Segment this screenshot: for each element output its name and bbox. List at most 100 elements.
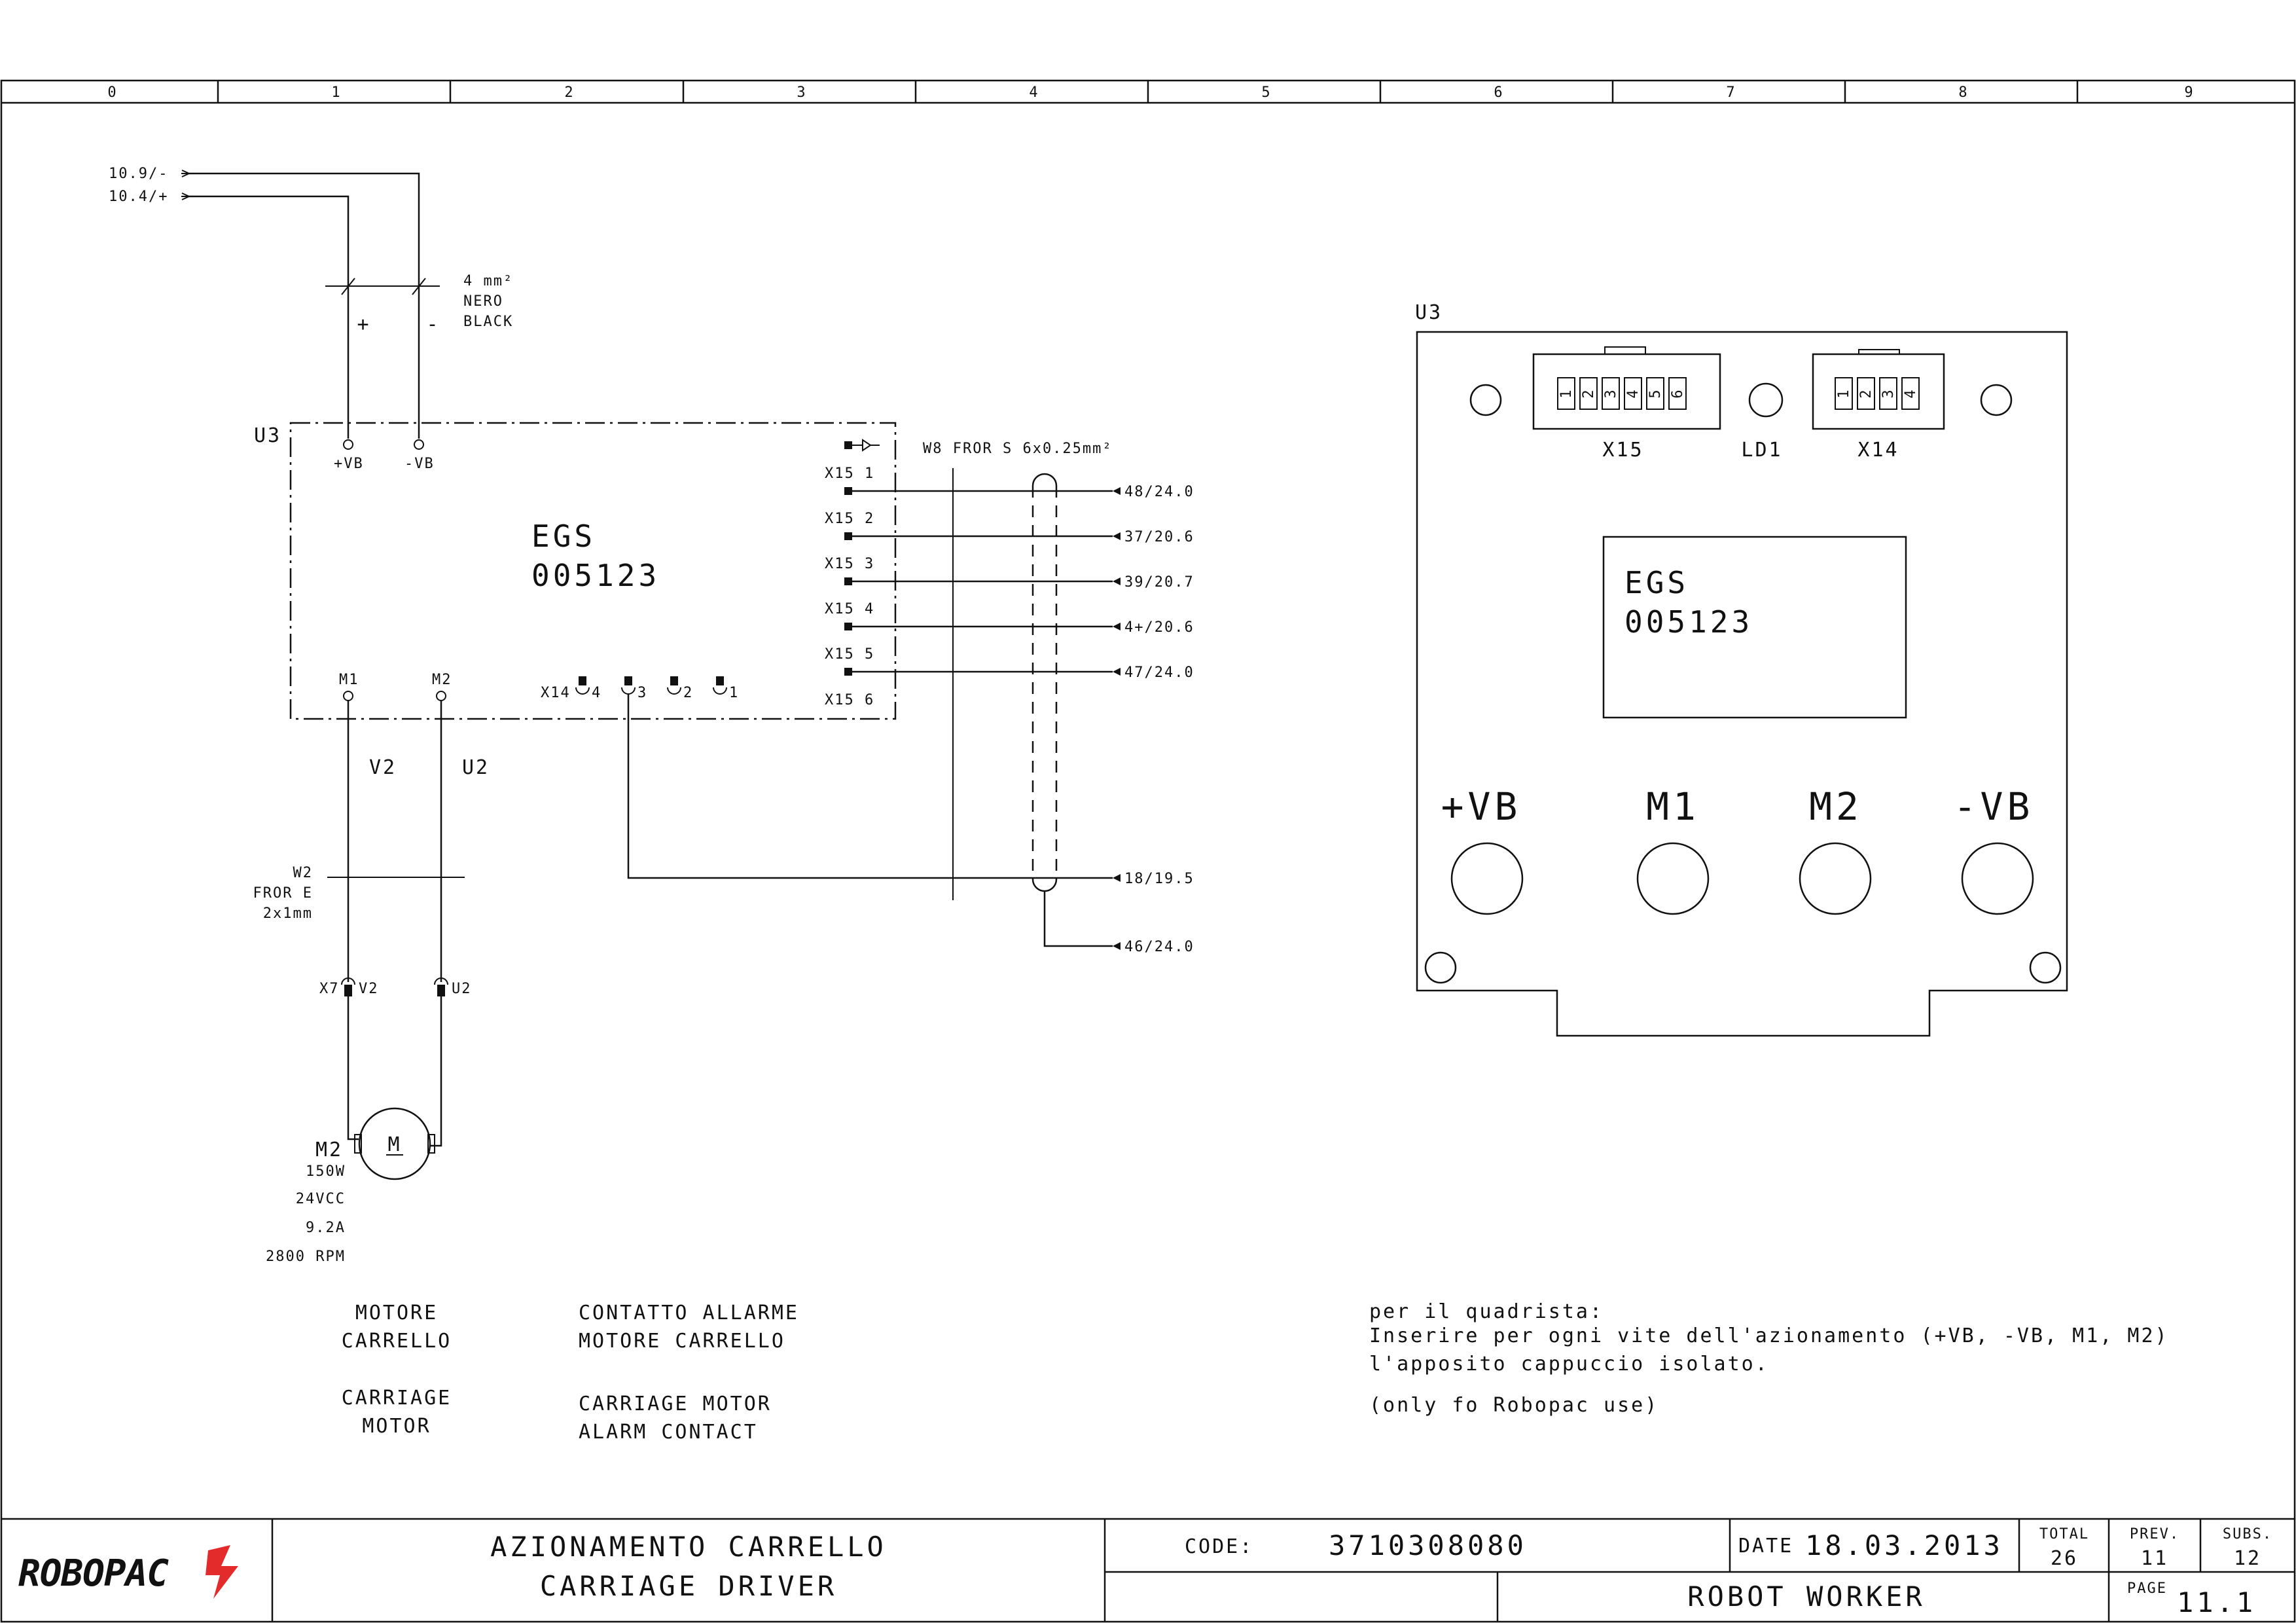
grid-col-6: 6: [1494, 84, 1503, 101]
code-label: CODE:: [1185, 1535, 1253, 1558]
cable-size: 4 mm²: [463, 273, 513, 289]
motor-symbol: [354, 1107, 435, 1180]
cable-w2-line3: 2x1mm: [263, 905, 313, 922]
input-minus-ref: 10.9/-: [109, 166, 168, 182]
ref-37-20: 37/20.6: [1124, 529, 1194, 545]
u3-model-line2: 005123: [531, 558, 660, 593]
title-it: AZIONAMENTO CARRELLO: [490, 1531, 887, 1563]
x15-pin-4: X15 4: [825, 601, 874, 617]
cable-w8-shield: [1031, 473, 1121, 950]
x15-pin-3: X15 3: [825, 556, 874, 572]
total-value: 26: [2051, 1547, 2078, 1570]
board-terminal-label-minus-vb: -VB: [1954, 784, 2034, 829]
ref-18-19: 18/19.5: [1124, 871, 1194, 887]
caption-motor-en-2: MOTOR: [362, 1415, 431, 1438]
board-model-line2: 005123: [1624, 604, 1753, 640]
ref-39-20: 39/20.7: [1124, 574, 1194, 591]
caption-alarm-it-2: MOTORE CARRELLO: [579, 1330, 785, 1353]
terminal-m1: M1: [339, 672, 359, 688]
board-x14-pin-1: 1: [1836, 388, 1852, 398]
code-value: 3710308080: [1329, 1529, 1527, 1561]
grid-col-9: 9: [2184, 84, 2194, 101]
ref-47-24: 47/24.0: [1124, 665, 1194, 681]
motor-speed: 2800 RPM: [266, 1249, 346, 1265]
ref-4-20: 4+/20.6: [1124, 619, 1194, 636]
board-holes: [1424, 382, 2062, 984]
board-x14-pin-4: 4: [1903, 388, 1919, 398]
board-x15-pin-4: 4: [1625, 388, 1641, 398]
x14-pin-2: 2: [683, 685, 693, 701]
board-x15-label: X15: [1602, 439, 1643, 462]
polarity-plus: +: [357, 313, 370, 336]
board-ref: U3: [1415, 301, 1443, 324]
grid-dividers: [217, 81, 2079, 103]
page-value: 11.1: [2177, 1586, 2256, 1618]
motor-voltage: 24VCC: [296, 1191, 346, 1207]
total-label: TOTAL: [2039, 1526, 2089, 1542]
caption-alarm-it-1: CONTATTO ALLARME: [579, 1302, 799, 1324]
polarity-minus: -: [426, 313, 440, 336]
connector-x7-v2: V2: [359, 981, 379, 997]
terminal-m2: M2: [432, 672, 452, 688]
x15-pin-6: X15 6: [825, 692, 874, 708]
grid-col-7: 7: [1726, 84, 1736, 101]
date-label: DATE: [1738, 1535, 1793, 1558]
board-terminal-label-m1: M1: [1646, 784, 1700, 829]
x15-connectors: [844, 439, 1121, 676]
title-block-frame: [1, 1518, 2295, 1622]
board-ld1-label: LD1: [1741, 439, 1782, 462]
subs-value: 12: [2234, 1547, 2261, 1570]
board-x15-pin-6: 6: [1670, 388, 1686, 398]
page-label: PAGE: [2127, 1580, 2167, 1597]
caption-alarm-en-1: CARRIAGE MOTOR: [579, 1393, 772, 1415]
note-line2: Inserire per ogni vite dell'azionamento …: [1369, 1324, 2169, 1347]
board-terminal-label-m2: M2: [1809, 784, 1863, 829]
x14-pin-3: 3: [637, 685, 647, 701]
prev-label: PREV.: [2130, 1526, 2179, 1542]
grid-col-2: 2: [564, 84, 574, 101]
x15-pin-5: X15 5: [825, 646, 874, 663]
connector-x7: X7: [319, 981, 340, 997]
input-plus-ref: 10.4/+: [109, 189, 168, 205]
subs-label: SUBS.: [2223, 1526, 2272, 1542]
title-en: CARRIAGE DRIVER: [540, 1570, 837, 1602]
terminal-minus-vb: -VB: [404, 456, 435, 472]
motor-ref: M2: [315, 1139, 343, 1161]
board-label-box: [1602, 536, 1907, 719]
board-x15-pin-1: 1: [1558, 388, 1575, 398]
robopac-logo: ROBOPAC: [18, 1545, 238, 1599]
cable-w2-line2: FROR E: [253, 885, 313, 902]
prev-value: 11: [2141, 1547, 2168, 1570]
board-x15-pin-2: 2: [1581, 388, 1597, 398]
cable-color-it: NERO: [463, 293, 503, 310]
logo-text: ROBOPAC: [18, 1552, 169, 1595]
motor-wiring: [327, 691, 465, 1147]
board-terminal-screws: [1450, 842, 2034, 915]
x14-pin-1: 1: [729, 685, 739, 701]
grid-col-0: 0: [107, 84, 117, 101]
board-outline: [1416, 331, 2068, 1037]
x14-pin-4: 4: [592, 685, 601, 701]
u3-block-outline: [289, 422, 897, 720]
lightning-icon: [206, 1545, 238, 1599]
note-line3: l'apposito cappuccio isolato.: [1369, 1353, 1769, 1376]
caption-alarm-en-2: ALARM CONTACT: [579, 1421, 758, 1444]
board-x15-pin-3: 3: [1603, 388, 1619, 398]
motor-symbol-letter: M: [387, 1133, 401, 1156]
board-x15-connector: [1532, 346, 1721, 430]
grid-col-4: 4: [1029, 84, 1039, 101]
caption-motor-en-1: CARRIAGE: [342, 1387, 452, 1410]
x14-connectors: [575, 676, 1121, 882]
grid-col-8: 8: [1958, 84, 1968, 101]
board-x14-connector: [1812, 349, 1945, 430]
u3-ref: U3: [254, 424, 281, 447]
motor-power: 150W: [306, 1163, 346, 1180]
board-x14-pin-3: 3: [1880, 388, 1897, 398]
grid-col-3: 3: [797, 84, 806, 101]
connector-x7-u2: U2: [452, 981, 472, 997]
board-model-line1: EGS: [1624, 565, 1689, 600]
note-line1: per il quadrista:: [1369, 1300, 1604, 1323]
x15-pin-1: X15 1: [825, 465, 874, 482]
caption-motor-it-2: CARRELLO: [342, 1330, 452, 1353]
